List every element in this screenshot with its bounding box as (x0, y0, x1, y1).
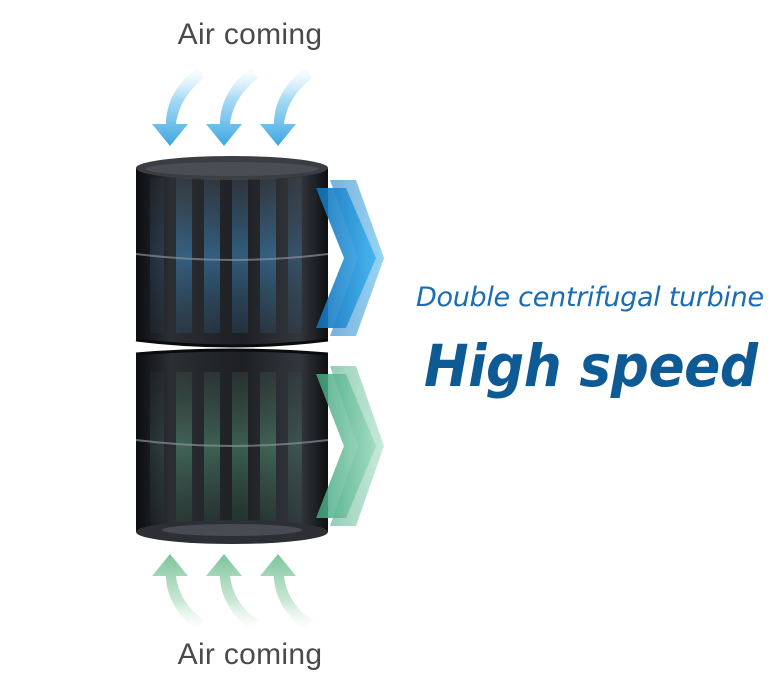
intake-arrows-bottom (152, 554, 312, 630)
air-intake-top-label: Air coming (177, 18, 323, 51)
curved-down-arrow-icon (260, 68, 312, 146)
curved-up-arrow-icon (152, 554, 204, 630)
intake-arrows-top (152, 68, 312, 146)
air-intake-bottom-label: Air coming (177, 638, 323, 671)
right-chevron-arrow-icon (316, 374, 376, 518)
outflow-arrows-bottom (316, 366, 384, 526)
turbine-top (135, 156, 329, 348)
right-chevron-arrow-icon (316, 188, 376, 328)
curved-down-arrow-icon (206, 68, 258, 146)
headline: High speed (424, 332, 758, 400)
curved-down-arrow-icon (152, 68, 204, 146)
outflow-arrows-top (316, 180, 384, 336)
curved-up-arrow-icon (206, 554, 258, 630)
turbine-subtitle: Double centrifugal turbine (416, 282, 764, 313)
turbine-bottom (135, 348, 329, 544)
curved-up-arrow-icon (260, 554, 312, 630)
